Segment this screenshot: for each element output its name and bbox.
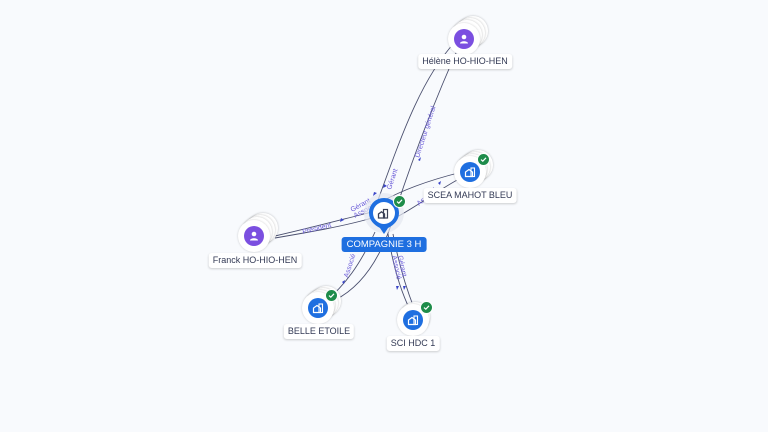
- node-label-scea[interactable]: SCEA MAHOT BLEU: [423, 188, 517, 203]
- arrow-marker: [340, 218, 344, 222]
- node-belle[interactable]: [302, 286, 342, 328]
- verified-check-icon: [477, 153, 490, 166]
- node-sci[interactable]: [397, 301, 437, 340]
- arrow-marker: [418, 157, 421, 161]
- node-label-belle[interactable]: BELLE ETOILE: [283, 324, 355, 339]
- node-disc: [397, 301, 433, 336]
- node-disc: [454, 153, 490, 188]
- verified-check-icon: [393, 195, 406, 208]
- building-icon: [308, 298, 328, 318]
- arrow-marker: [438, 181, 441, 185]
- arrow-marker: [342, 280, 345, 284]
- node-helene[interactable]: [448, 16, 488, 59]
- node-disc: [302, 289, 338, 324]
- arrow-marker: [373, 192, 377, 196]
- node-compagnie-3-h[interactable]: [362, 191, 406, 239]
- edge-label-president: Président: [302, 222, 332, 236]
- arrow-marker: [396, 286, 399, 290]
- edge-franck-compagnie-2: [274, 217, 373, 239]
- node-disc: [448, 23, 480, 55]
- verified-check-icon: [325, 289, 338, 302]
- node-disc: [238, 220, 270, 252]
- node-franck[interactable]: [238, 213, 278, 256]
- edge-franck-compagnie-1: [274, 211, 373, 237]
- building-icon: [460, 162, 480, 182]
- arrow-marker: [403, 286, 406, 290]
- node-label-helene[interactable]: Hélène HO-HIO-HEN: [418, 54, 512, 69]
- edge-label-associe-belle: Associé: [343, 253, 357, 279]
- arrow-marker: [383, 184, 387, 188]
- node-label-franck[interactable]: Franck HO-HIO-HEN: [208, 253, 302, 268]
- edge-label-directeur-general: Directeur général: [414, 105, 437, 159]
- node-label-sci[interactable]: SCI HDC 1: [386, 336, 440, 351]
- building-icon: [377, 208, 389, 219]
- node-scea[interactable]: [454, 150, 494, 192]
- verified-check-icon: [420, 301, 433, 314]
- person-icon: [244, 226, 264, 246]
- edge-label-gerant-sci: Gérant: [396, 255, 407, 277]
- edge-label-associe-sci: Associé: [390, 255, 402, 281]
- building-icon: [403, 310, 423, 330]
- node-label-compagnie-3-h[interactable]: COMPAGNIE 3 H: [341, 237, 427, 252]
- person-icon: [454, 29, 474, 49]
